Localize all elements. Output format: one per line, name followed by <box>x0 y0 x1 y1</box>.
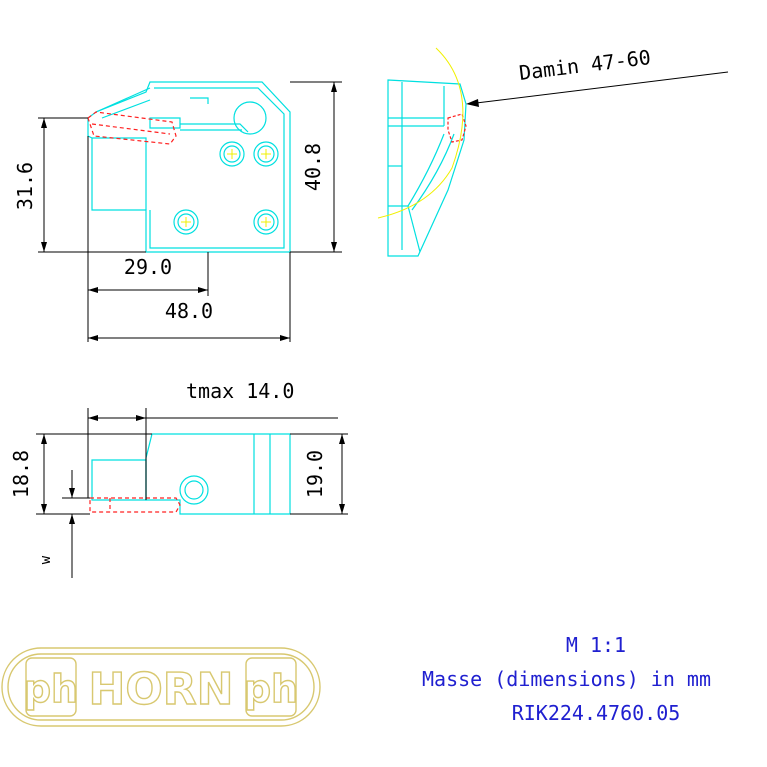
side-insert-hidden <box>447 113 467 143</box>
top-screw-head <box>179 475 209 505</box>
dim-height-side-right: 19.0 <box>303 450 327 498</box>
centre-marks <box>181 149 271 227</box>
dim-height-side-left: 18.8 <box>9 450 33 498</box>
side-view-outline <box>387 79 467 257</box>
screw-hole-1 <box>219 141 245 167</box>
top-insert-hidden <box>89 497 181 513</box>
logo-brand: HORN <box>89 664 234 715</box>
diameter-range-arc <box>377 47 464 219</box>
units-label: Masse (dimensions) in mm <box>422 667 711 691</box>
logo-right-mark: ph <box>244 667 298 711</box>
top-view <box>91 433 291 515</box>
dim-width-inner: 29.0 <box>124 255 172 279</box>
callout-leader <box>466 71 729 107</box>
top-view-outline <box>145 433 291 515</box>
side-view <box>387 79 467 257</box>
dim-height-left: 31.6 <box>13 162 37 210</box>
top-dimensions <box>36 408 348 578</box>
logo-left-mark: ph <box>24 667 78 711</box>
screw-hole-3 <box>173 209 199 235</box>
screw-hole-4 <box>253 209 279 235</box>
horn-logo <box>1 647 321 727</box>
front-inner-outline <box>149 87 285 249</box>
front-insert-hidden <box>87 111 177 145</box>
dim-height-right: 40.8 <box>301 143 325 191</box>
dim-tmax: tmax 14.0 <box>186 379 294 403</box>
callout-damin: Damin 47-60 <box>518 45 652 85</box>
title-block: M 1:1 Masse (dimensions) in mm RIK224.47… <box>422 633 711 725</box>
front-clamp-hole <box>233 101 267 135</box>
logo-outer-frame <box>1 647 321 727</box>
front-view <box>87 81 291 253</box>
screw-hole-2 <box>253 141 279 167</box>
part-number: RIK224.4760.05 <box>512 701 681 725</box>
dim-width-outer: 48.0 <box>165 299 213 323</box>
scale-label: M 1:1 <box>566 633 626 657</box>
dim-w-label: w <box>38 555 54 564</box>
front-dimensions <box>38 81 342 342</box>
